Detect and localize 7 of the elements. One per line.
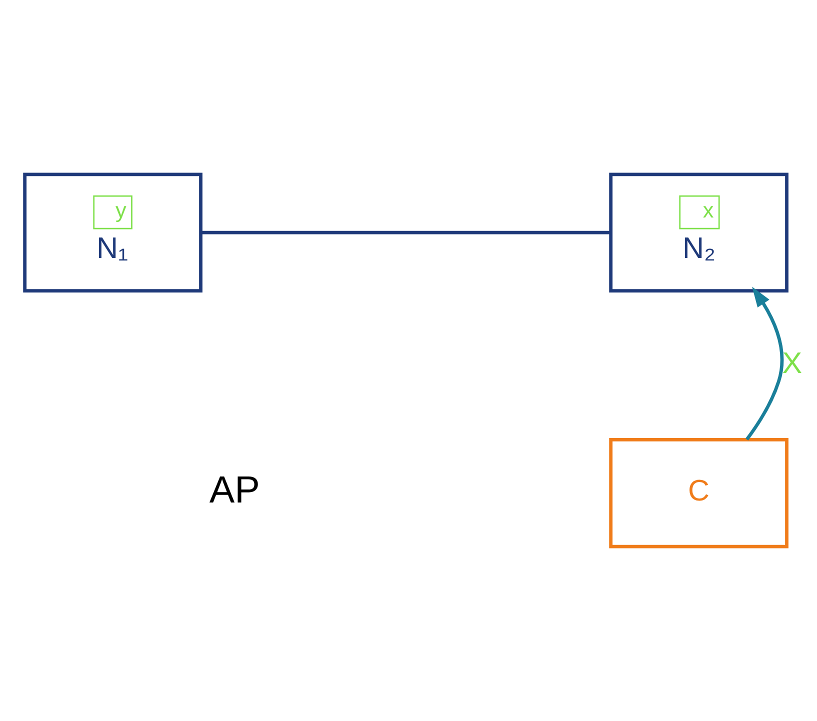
connector	[200, 230, 611, 234]
node-box: y N₁	[23, 172, 202, 292]
edge-label: X	[782, 346, 802, 380]
node-box: C	[609, 438, 788, 548]
arrow	[746, 286, 784, 440]
label: AP	[209, 469, 260, 512]
node-box: x N₂	[609, 172, 788, 292]
